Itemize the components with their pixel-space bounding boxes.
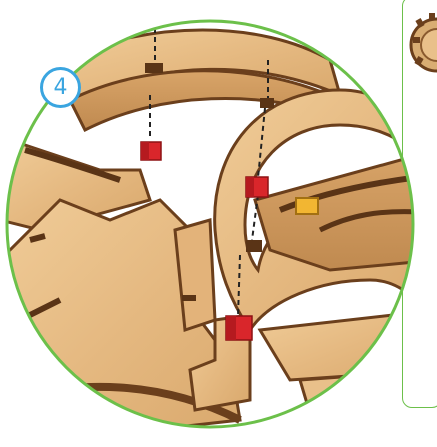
upright-slot — [182, 295, 196, 301]
slot-right-mid — [246, 240, 262, 252]
step-number-badge: 4 — [40, 67, 81, 108]
slot-top — [145, 63, 163, 73]
red-connector-2 — [246, 177, 268, 197]
red-connector-3 — [226, 316, 252, 340]
slot-right-top — [260, 98, 274, 108]
right-rail-lower-2 — [300, 370, 437, 447]
yellow-peg — [296, 198, 318, 214]
red-connector-1 — [141, 142, 161, 160]
step-number: 4 — [54, 77, 68, 99]
